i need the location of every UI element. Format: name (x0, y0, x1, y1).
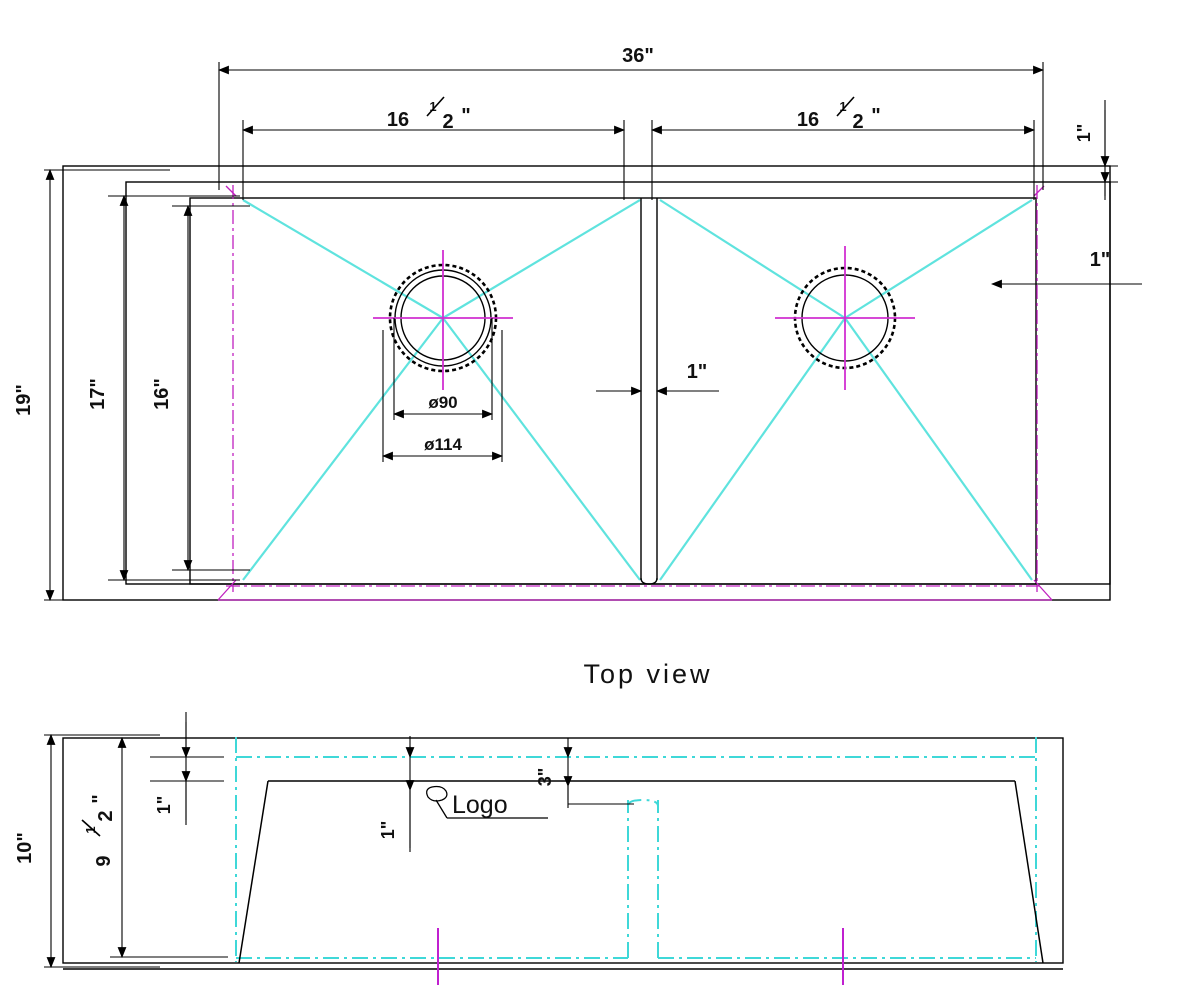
dim-front-rim-thickness-label: 1" (154, 796, 174, 815)
dim-right-bowl-whole: 16 (797, 109, 819, 131)
dim-overall-depth (44, 168, 170, 602)
dim-left-bowl-unit: " (461, 105, 470, 127)
dim-divider-drop-label: 3" (535, 768, 555, 787)
dim-overall-width (217, 62, 1045, 190)
drain-inner-diameter-label: ø90 (428, 393, 457, 412)
dim-right-bowl-frac-den: 2 (852, 111, 863, 133)
dim-left-bowl-frac-num: 1 (429, 99, 436, 114)
rim-centerline-magenta (217, 185, 1053, 601)
drain-outer-diameter-label: ø114 (424, 435, 462, 454)
front-outer-body (62, 737, 1064, 970)
logo-callout: Logo (426, 785, 548, 819)
dim-rim-top-edge (1060, 100, 1118, 200)
left-drain (373, 250, 513, 390)
left-drain-dimensions (381, 318, 504, 462)
dim-front-bowl-whole: 9 (93, 855, 115, 866)
top-view-group: ø90 ø114 36" 16 1 2 " (13, 45, 1142, 602)
dim-overall-depth-label: 19" (13, 384, 35, 416)
dim-front-bowl-unit: " (89, 794, 111, 803)
dim-front-bowl-frac-den: 2 (95, 810, 117, 821)
dim-left-bowl-width-label: 16 1 2 " (387, 96, 471, 133)
dim-front-overall-height-label: 10" (14, 832, 36, 864)
dim-bowl-depth-label: 16" (151, 378, 173, 410)
front-view-group: 10" 9 1 2 " 1" 1" (14, 712, 1064, 985)
dim-logo-offset-label: 1" (378, 821, 398, 840)
dim-divider-drop (563, 738, 634, 808)
dim-rim-depth-label: 17" (87, 378, 109, 410)
dim-front-overall-height (44, 733, 160, 969)
dim-left-bowl-width (241, 120, 626, 200)
dim-left-bowl-whole: 16 (387, 109, 409, 131)
dim-left-bowl-frac-den: 2 (442, 111, 453, 133)
top-view-label: Top view (583, 659, 712, 689)
dim-right-bowl-frac-num: 1 (839, 99, 846, 114)
dim-bowl-depth (172, 204, 250, 572)
logo-callout-label: Logo (452, 791, 508, 819)
dim-front-rim-thickness (150, 712, 224, 825)
dim-rim-depth (108, 194, 240, 582)
dim-front-bowl-frac-num: 1 (83, 826, 98, 833)
right-drain (775, 246, 915, 390)
front-cyan-outline (235, 737, 1037, 962)
front-basin-walls (238, 780, 1044, 964)
dim-rim-right-edge-label: 1" (1090, 249, 1111, 271)
left-bowl-slope-lines (242, 199, 641, 581)
dim-right-bowl-width (650, 120, 1036, 200)
dim-right-bowl-width-label: 16 1 2 " (797, 96, 881, 133)
dim-front-bowl-height-label: 9 1 2 " (81, 794, 117, 867)
dim-front-bowl-height (110, 736, 228, 959)
dim-right-bowl-unit: " (871, 105, 880, 127)
front-drain-centerlines (437, 928, 844, 985)
dim-overall-width-label: 36" (622, 45, 654, 67)
right-bowl-slope-lines (659, 199, 1033, 581)
dim-rim-top-edge-label: 1" (1074, 124, 1094, 143)
dim-center-divider-label: 1" (687, 361, 708, 383)
